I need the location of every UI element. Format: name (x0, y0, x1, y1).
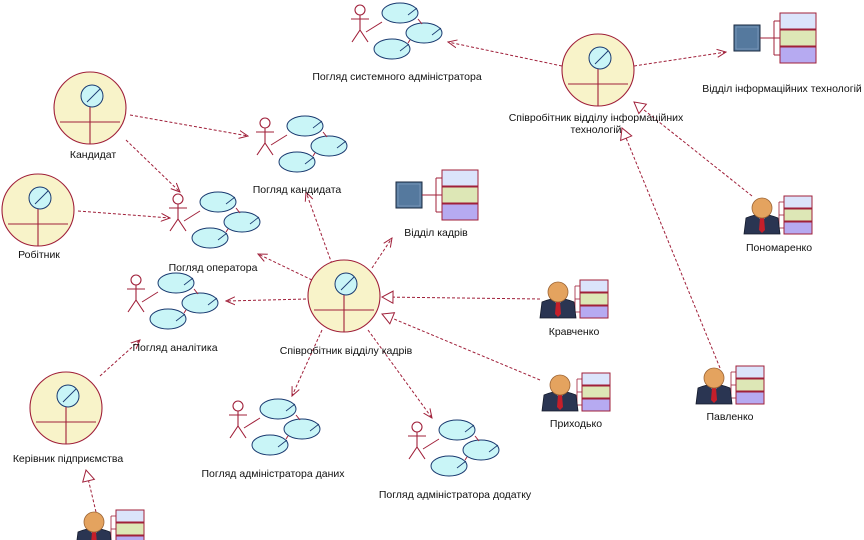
pavlenko-person-symbol (695, 365, 765, 405)
label-operator-view: Погляд оператора (168, 262, 258, 274)
it-employee-actor-symbol (561, 33, 635, 107)
line-hr-employee-to-candidate-view (306, 192, 333, 265)
analyst-view-symbol (126, 272, 219, 330)
line-hr-employee-to-data-admin-view (292, 329, 323, 396)
label-data-admin-view: Погляд адміністратора даних (201, 468, 345, 480)
label-candidate: Кандидат (69, 149, 117, 161)
operator-view-symbol (168, 191, 261, 249)
line-candidate-to-operator-view (125, 139, 180, 192)
label-worker: Робітник (18, 249, 60, 261)
label-candidate-view: Погляд кандидата (252, 184, 342, 196)
data-admin-view-symbol (228, 398, 321, 456)
line-hr-employee-to-app-admin-view (367, 329, 432, 418)
ponomarenko-person-symbol (743, 195, 813, 235)
label-sysadmin-view: Погляд системного адміністратора (312, 71, 482, 83)
label-analyst-view: Погляд аналітика (132, 342, 218, 354)
line-hr-employee-to-analyst-view (226, 299, 307, 301)
label-app-admin-view: Погляд адміністратора додатку (378, 489, 532, 501)
line-prykhodko-to-hr-employee (381, 312, 541, 381)
hr-employee-actor-symbol (307, 259, 381, 333)
prykhodko-person-symbol (541, 372, 611, 412)
line-it-employee-to-sysadmin-view (448, 42, 563, 67)
label-kravchenko: Кравченко (548, 326, 600, 338)
label-pavlenko: Павленко (706, 411, 754, 423)
bottom-person-symbol (75, 509, 145, 540)
it-department-symbol (733, 12, 817, 64)
line-kravchenko-to-hr-employee (380, 290, 541, 304)
line-person-to-director (82, 468, 97, 513)
worker-actor-symbol (1, 173, 75, 247)
candidate-view-symbol (255, 115, 348, 173)
line-candidate-to-candidate-view (129, 114, 248, 136)
hr-department-symbol (395, 169, 479, 221)
line-it-employee-to-it-dept (633, 52, 726, 67)
line-director-to-analyst-view (99, 340, 140, 377)
candidate-actor-symbol (53, 71, 127, 145)
label-it-employee: Співробітник відділу інформаційних техно… (508, 112, 684, 136)
label-it-department: Відділ інформаційних технологій (702, 83, 862, 95)
label-prykhodko: Приходько (549, 418, 603, 430)
director-actor-symbol (29, 371, 103, 445)
sysadmin-view-symbol (350, 2, 443, 60)
line-worker-to-operator-view (77, 210, 170, 218)
kravchenko-person-symbol (539, 279, 609, 319)
app-admin-view-symbol (407, 419, 500, 477)
label-hr-employee: Співробітник відділу кадрів (279, 345, 413, 357)
line-hr-employee-to-hr-dept (371, 238, 392, 269)
label-director: Керівник підприємства (12, 453, 124, 465)
line-hr-employee-to-operator-view (258, 254, 313, 281)
line-pavlenko-to-it-employee (620, 127, 721, 369)
label-ponomarenko: Пономаренко (745, 242, 813, 254)
label-hr-department: Відділ кадрів (404, 227, 468, 239)
line-ponomarenko-to-it-employee (633, 101, 753, 197)
